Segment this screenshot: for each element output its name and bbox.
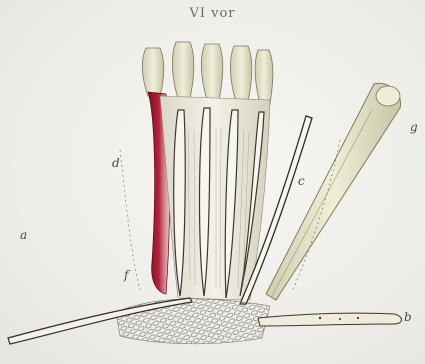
label-c: c (298, 174, 305, 188)
tissue-mesh (116, 299, 270, 344)
label-g: g (410, 120, 418, 134)
label-d: d (112, 156, 120, 170)
label-a: a (20, 228, 27, 242)
label-b: b (404, 310, 412, 324)
label-f: f (124, 268, 128, 282)
lower-right-tendon (258, 313, 402, 326)
